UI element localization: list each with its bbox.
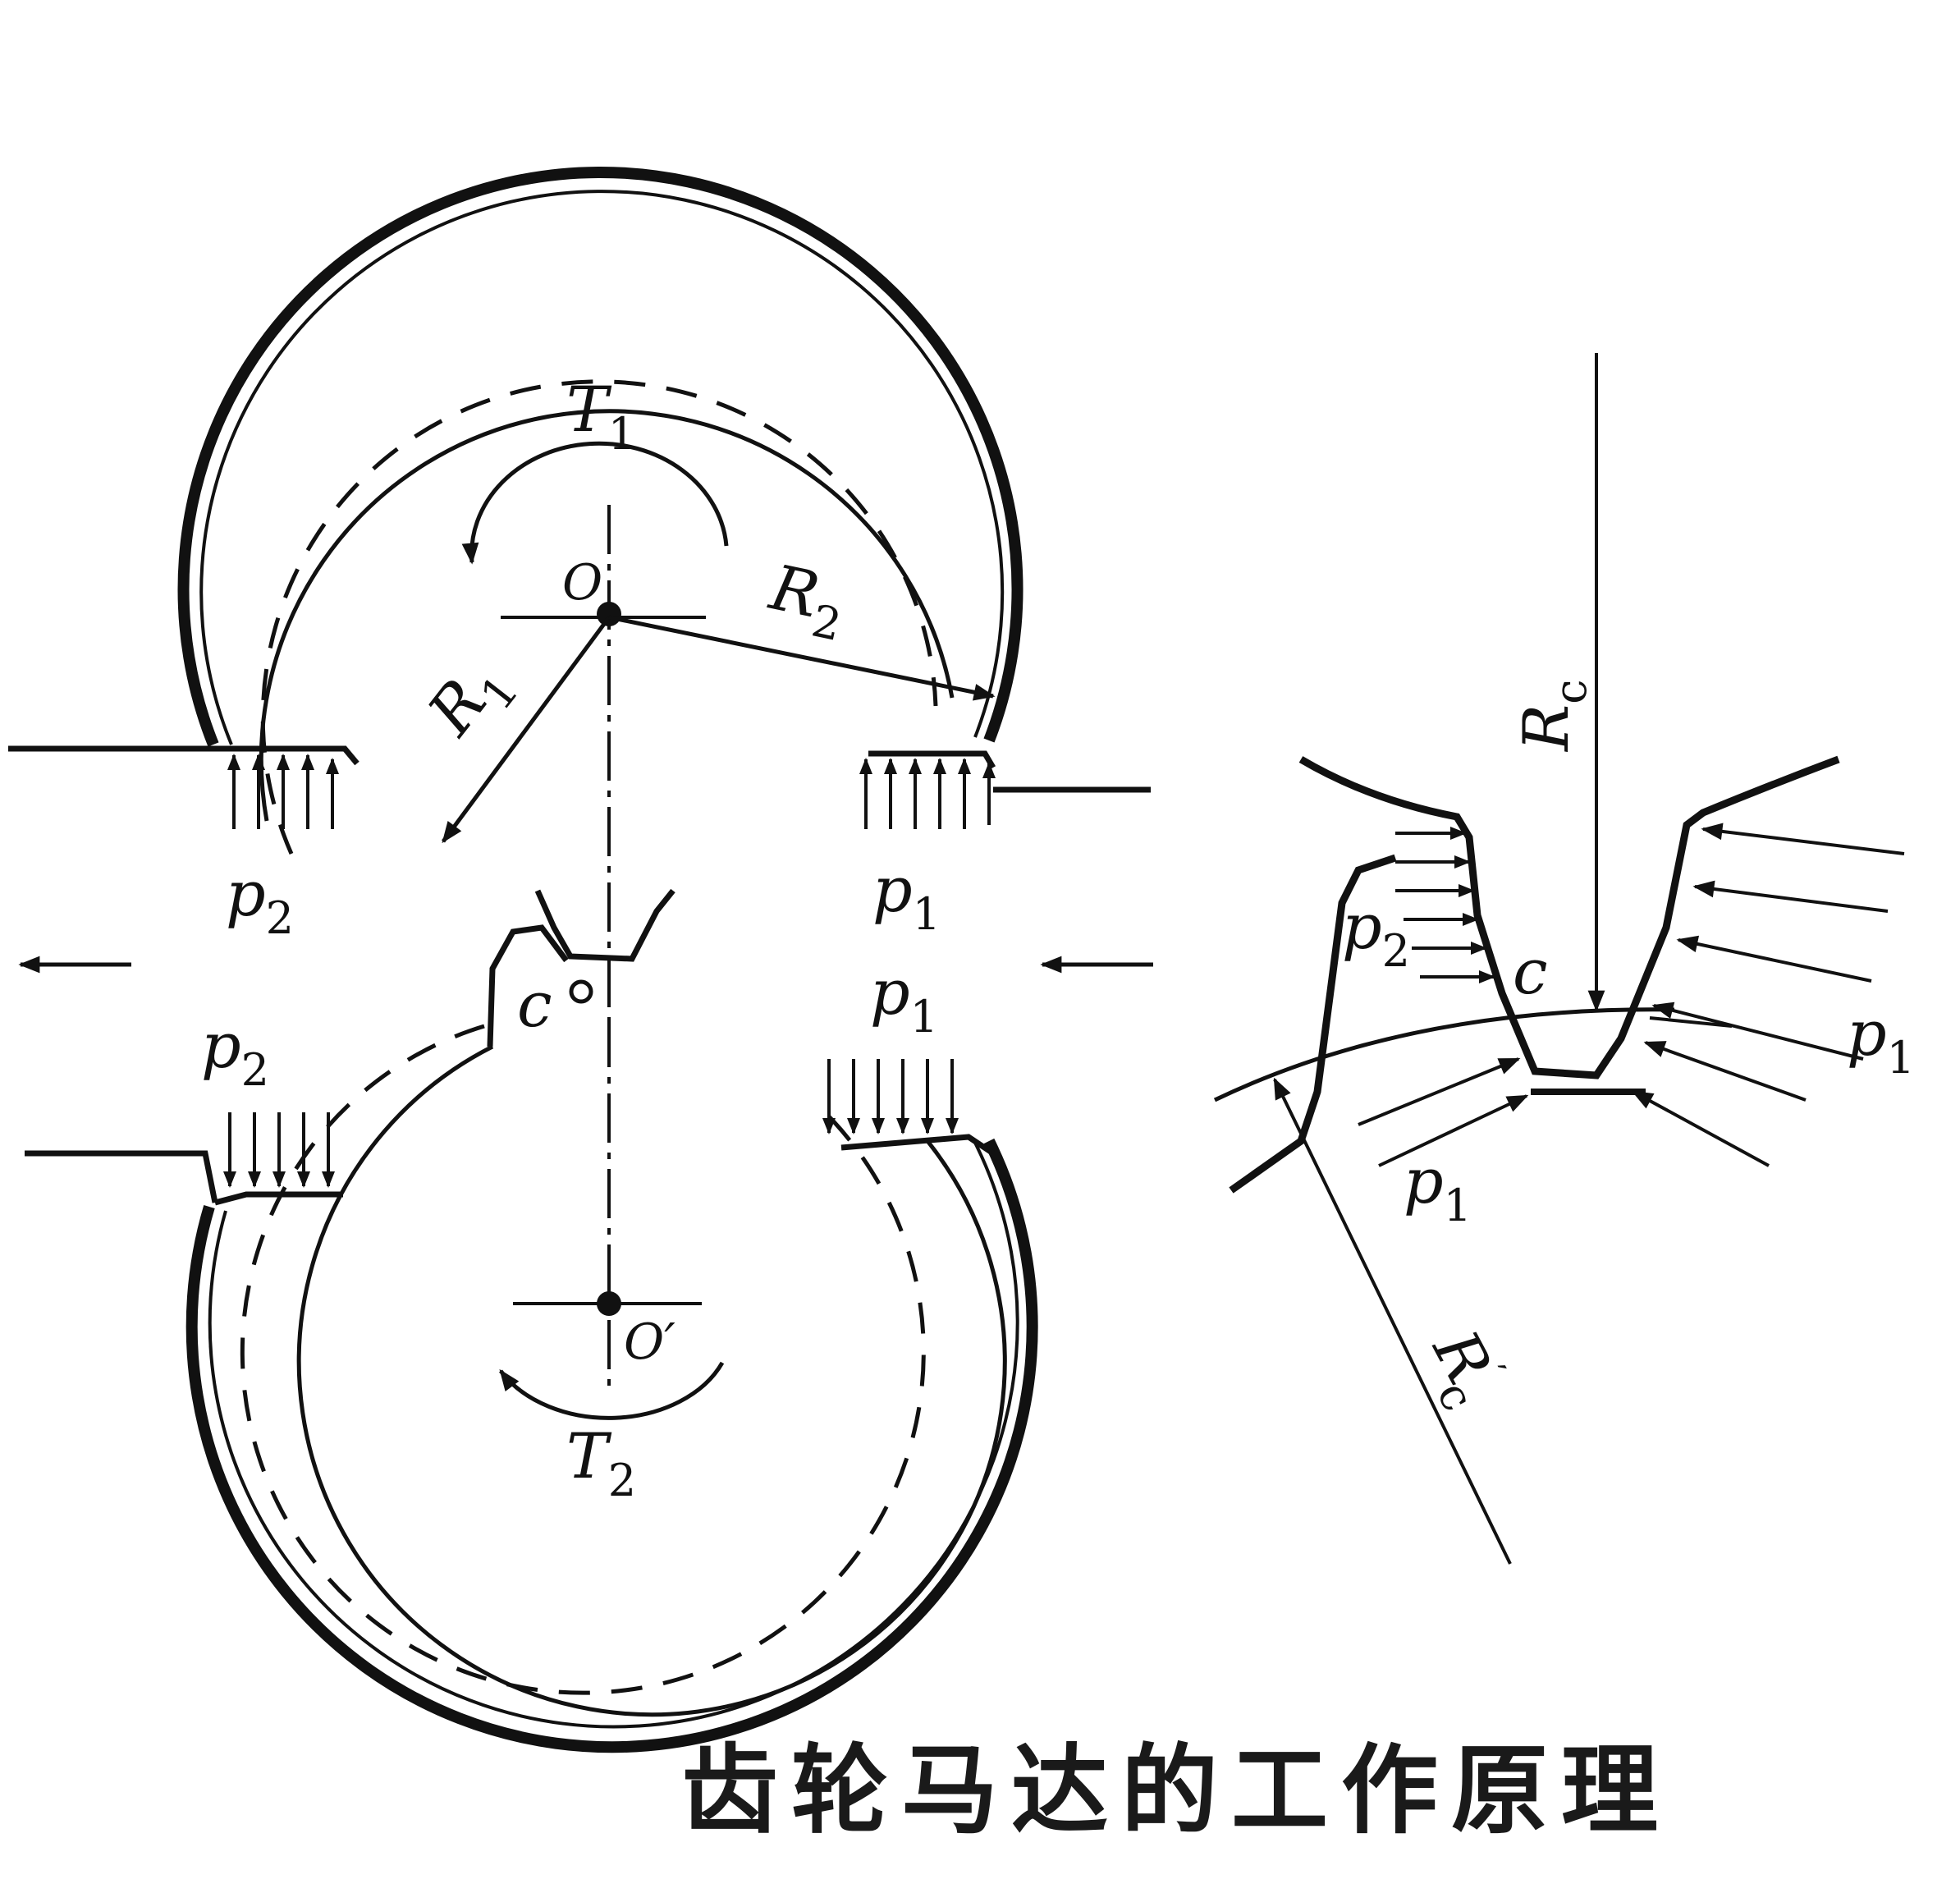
lower-left-step <box>214 1191 343 1206</box>
lower-gear-tip-circle <box>296 1044 1007 1717</box>
label-c-main: c <box>517 968 552 1041</box>
lower-housing-inner <box>208 1142 1019 1729</box>
figure-caption: 齿轮马达的工作原理 <box>681 1733 1672 1847</box>
lower-gear-center <box>498 1018 725 1420</box>
upper-gear <box>8 166 1151 962</box>
detail-arrows-p2 <box>1395 827 1495 983</box>
pressure-arrows-p1-bottom <box>822 1059 959 1134</box>
tooth-detail <box>1213 353 1840 1565</box>
label-O-prime: O′ <box>624 1313 675 1371</box>
label-R2: R2 <box>760 550 854 651</box>
label-p1-detail-right: p1 <box>1847 997 1915 1084</box>
upper-housing-inner <box>199 190 1005 745</box>
label-T2: T2 <box>566 1419 636 1506</box>
lower-housing-outer <box>185 1138 1038 1753</box>
label-Rc: Rc <box>1509 680 1596 753</box>
label-p1-top: p1 <box>872 853 941 940</box>
lower-left-port <box>25 1150 218 1203</box>
upper-gear-tooth <box>534 888 675 962</box>
contact-point-c <box>569 979 593 1004</box>
inlet-port-left <box>8 745 359 766</box>
label-p1-mid: p1 <box>870 956 938 1043</box>
label-c-detail: c <box>1513 935 1548 1008</box>
detail-root-circle <box>1213 1007 1675 1102</box>
label-p2-detail: p2 <box>1342 890 1410 977</box>
pressure-arrows-p2-top <box>227 754 339 829</box>
label-p1-detail-bottom: p1 <box>1404 1144 1472 1231</box>
upper-gear-tip-circle <box>259 409 955 822</box>
lower-gear-pitch-circle <box>240 1024 926 1695</box>
outlet-port-right <box>868 750 996 769</box>
upper-gear-pitch-circle <box>260 379 938 855</box>
lower-gear-tooth <box>487 924 569 1047</box>
radius-R1 <box>441 616 611 844</box>
pressure-arrows-p2-bottom <box>223 1112 335 1188</box>
upper-gear-center <box>441 441 996 1018</box>
label-T1: T1 <box>566 373 636 460</box>
label-R1: R1 <box>413 644 529 758</box>
label-Rc-prime: R′c <box>1406 1315 1519 1419</box>
detail-arrows-p1-right <box>1631 823 1905 1167</box>
label-O: O <box>562 554 602 612</box>
pressure-arrows-p1-top <box>859 758 996 829</box>
detail-arrows-p1-bottom <box>1358 1016 1733 1167</box>
rotation-arrow-T1 <box>461 441 729 565</box>
label-p2-bottom: p2 <box>201 1009 269 1096</box>
rotation-arrow-T2 <box>498 1361 725 1420</box>
upper-housing-outer <box>177 166 1024 747</box>
radius-R2 <box>608 615 996 701</box>
lower-right-step <box>840 1134 995 1156</box>
detail-back-tooth <box>1229 854 1397 1194</box>
label-p2-top: p2 <box>226 857 294 944</box>
lower-gear <box>25 924 1038 1753</box>
detail-left-tooth <box>1298 755 1840 1079</box>
radius-Rc-prime <box>1273 1077 1512 1565</box>
